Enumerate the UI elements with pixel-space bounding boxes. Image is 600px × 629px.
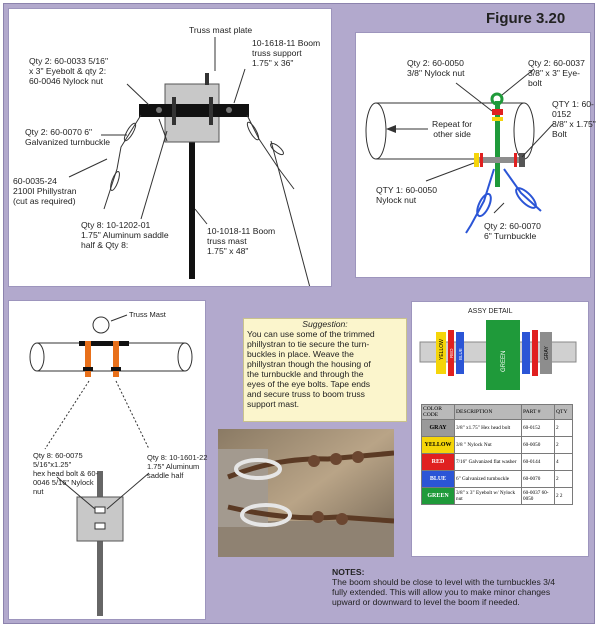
suggestion-line: buckles in place. Weave the <box>247 349 354 359</box>
header-qty: QTY <box>554 404 573 420</box>
orange-bolt-right <box>113 341 119 377</box>
gray-bolt <box>476 157 524 163</box>
description-cell: 6" Galvanized turnbuckle <box>454 470 522 488</box>
turnbuckle-detail-label: Qty 2: 60-0070 6" Turnbuckle <box>484 221 541 241</box>
boom-mast-label: 10-1018-11 Boom truss mast 1.75" x 48" <box>207 226 276 256</box>
color-code-cell: GRAY <box>421 419 455 437</box>
description-cell: 3/8" x 3" Eyebolt w/ Nylock nut <box>454 487 522 505</box>
qty-cell: 2 <box>554 419 573 437</box>
qty-cell: 2 2 <box>554 487 573 505</box>
truss-mast-plate-label: Truss mast plate <box>189 25 253 35</box>
suggestion-line: You can use some of the trimmed <box>247 329 375 339</box>
panel-mast-saddle: Truss Mast Qty 8: 60-0075 5/16"x1.25" he… <box>8 300 208 620</box>
nylock-nut-bottom-label: QTY 1: 60-0050 Nylock nut <box>376 185 437 205</box>
figure-title: Figure 3.20 <box>486 10 566 27</box>
suggestion-line: phillystran though the housing of <box>247 359 371 369</box>
assy-blue-turnbuckle-right <box>522 332 530 374</box>
notes-section: NOTES: The boom should be close to level… <box>332 567 592 607</box>
suggestion-line: and secure truss to boom truss <box>247 389 365 399</box>
suggestion-line: eyes of the eye bolts. Tape ends <box>247 379 371 389</box>
description-cell: 3/8" x1.75" Hex head bolt <box>454 419 522 437</box>
suggestion-line: phillystran to tie secure the turn- <box>247 339 370 349</box>
header-color-code: COLOR CODE <box>421 404 455 420</box>
panel-truss-assembly: Truss mast plate 10-1618-11 Boom truss s… <box>8 8 332 287</box>
part-number-cell: 60-0070 <box>521 470 555 488</box>
nylock-nut-label: Qty 2: 60-0050 3/8" Nylock nut <box>407 58 465 78</box>
assy-blue-turnbuckle-left <box>456 332 464 374</box>
part-number-cell: 60-0152 <box>521 419 555 437</box>
phillystran-label: 60-0035-24 2100I Phillystran (cut as req… <box>13 176 77 206</box>
boom-truss-mast <box>189 109 195 279</box>
saddle-label: Qty 8: 10-1202-01 1.75" Aluminum saddle … <box>81 220 169 250</box>
header-part: PART # <box>521 404 555 420</box>
part-number-cell: 60-0050 <box>521 436 555 454</box>
color-code-cell: YELLOW <box>421 436 455 454</box>
turnbuckle-photo <box>218 429 394 557</box>
notes-heading: NOTES: <box>332 567 365 577</box>
hex-head-bolt-label: Qty 8: 60-0075 5/16"x1.25" hex head bolt… <box>33 451 99 496</box>
boom-support-label: 10-1618-11 Boom truss support 1.75" x 36… <box>252 38 321 68</box>
green-eyebolt <box>495 101 500 187</box>
lower-mast <box>97 471 103 616</box>
eyebolt-detail-drawing <box>365 68 555 234</box>
color-code-cell: GREEN <box>421 487 455 505</box>
truss-assembly-drawing <box>68 37 311 286</box>
part-number-cell: 60-0144 <box>521 453 555 471</box>
description-cell: 3/8 " Nylock Nut <box>454 436 522 454</box>
photo-image <box>218 429 394 557</box>
phillystran-cable-right <box>246 114 295 190</box>
assy-red-washer-right <box>532 330 538 376</box>
part-number-cell: 60-0037 60-0050 <box>521 487 555 505</box>
notes-line: fully extended. This will allow you to m… <box>332 587 551 597</box>
orange-bolt-left <box>85 341 91 377</box>
aluminum-saddle-label: Qty 8: 10-1601-22 1.75" Aluminum saddle … <box>147 453 208 480</box>
suggestion-line: support mast. <box>247 399 300 409</box>
notes-line: upward or downward to level the boom if … <box>332 597 520 607</box>
eyebolt-detail-label: Qty 2: 60-0037 3/8" x 3" Eye- bolt <box>528 58 585 88</box>
turnbuckle-label: Qty 2: 60-0070 6" Galvanized turnbuckle <box>25 127 111 147</box>
parts-table-header: COLOR CODE DESCRIPTION PART # QTY <box>421 404 573 420</box>
mast-saddle-drawing <box>29 314 193 616</box>
assy-label-red: RED <box>449 348 454 358</box>
assy-label-green: GREEN <box>501 351 507 372</box>
suggestion-box: Suggestion: You can use some of the trim… <box>243 318 407 422</box>
hex-bolt-label: QTY 1: 60- 0152 3/8" x 1.75" Bolt <box>552 99 596 139</box>
color-code-cell: RED <box>421 453 455 471</box>
header-description: DESCRIPTION <box>454 404 522 420</box>
panel-eyebolt-detail: Qty 2: 60-0050 3/8" Nylock nut Qty 2: 60… <box>355 32 596 278</box>
color-code-cell: BLUE <box>421 470 455 488</box>
qty-cell: 2 <box>554 436 573 454</box>
eyebolt-label: Qty 2: 60-0033 5/16" x 3" Eyebolt & qty … <box>29 56 109 86</box>
description-cell: 7/16" Galvanized flat washer <box>454 453 522 471</box>
suggestion-line: the turnbuckle and through the <box>247 369 364 379</box>
truss-mast-label: Truss Mast <box>129 310 166 319</box>
assy-detail-title: ASSY DETAIL <box>468 308 513 315</box>
notes-line: The boom should be close to level with t… <box>332 577 556 587</box>
lower-plate <box>76 496 124 542</box>
suggestion-heading: Suggestion: <box>302 319 348 329</box>
assy-label-gray: GRAY <box>544 346 550 360</box>
assy-green-eyebolt <box>486 320 520 390</box>
repeat-label: Repeat for other side <box>432 119 473 139</box>
assy-label-yellow: YELLOW <box>439 339 445 360</box>
assy-label-blue: BLUE <box>458 348 463 360</box>
assy-detail-drawing: YELLOW GREEN BLUE RED GRAY <box>419 320 577 390</box>
boom-truss-support <box>139 104 249 117</box>
qty-cell: 4 <box>554 453 573 471</box>
blue-turnbuckle-right <box>503 168 542 212</box>
assy-red-washer-left <box>448 330 454 376</box>
assy-gray-bolt <box>540 332 552 374</box>
qty-cell: 2 <box>554 470 573 488</box>
assy-yellow-nut <box>436 332 446 374</box>
